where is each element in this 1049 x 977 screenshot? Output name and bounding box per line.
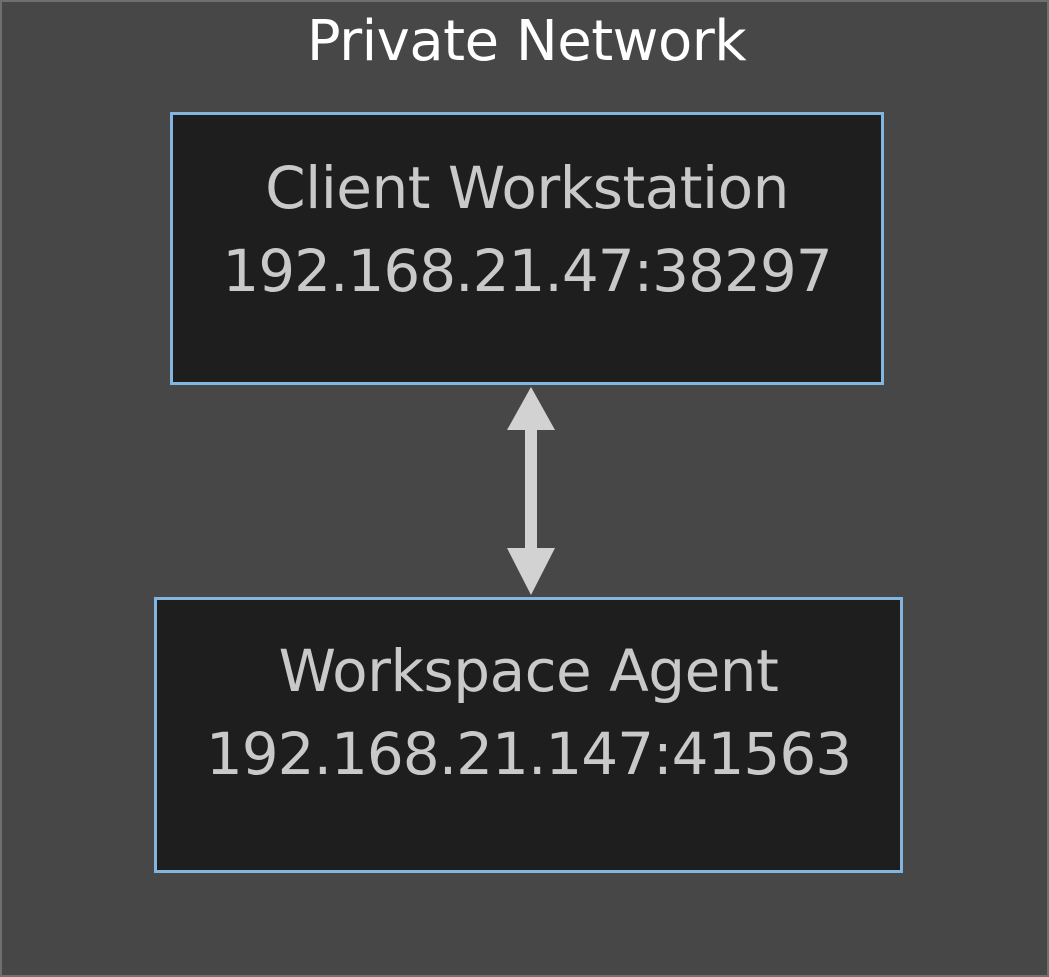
arrowhead-up-icon — [507, 387, 555, 430]
cluster-title-private-network: Private Network — [306, 9, 747, 74]
node-workspace-agent[interactable]: Workspace Agent 192.168.21.147:41563 — [154, 597, 903, 873]
connector-shaft — [525, 425, 537, 557]
bidirectional-connector-arrow — [507, 387, 555, 595]
node-client-workstation-label: Client Workstation — [265, 154, 789, 222]
node-client-workstation[interactable]: Client Workstation 192.168.21.47:38297 — [170, 112, 884, 385]
node-workspace-agent-address: 192.168.21.147:41563 — [205, 720, 852, 788]
node-workspace-agent-label: Workspace Agent — [278, 637, 779, 705]
node-client-workstation-address: 192.168.21.47:38297 — [222, 237, 832, 305]
arrowhead-down-icon — [507, 548, 555, 595]
